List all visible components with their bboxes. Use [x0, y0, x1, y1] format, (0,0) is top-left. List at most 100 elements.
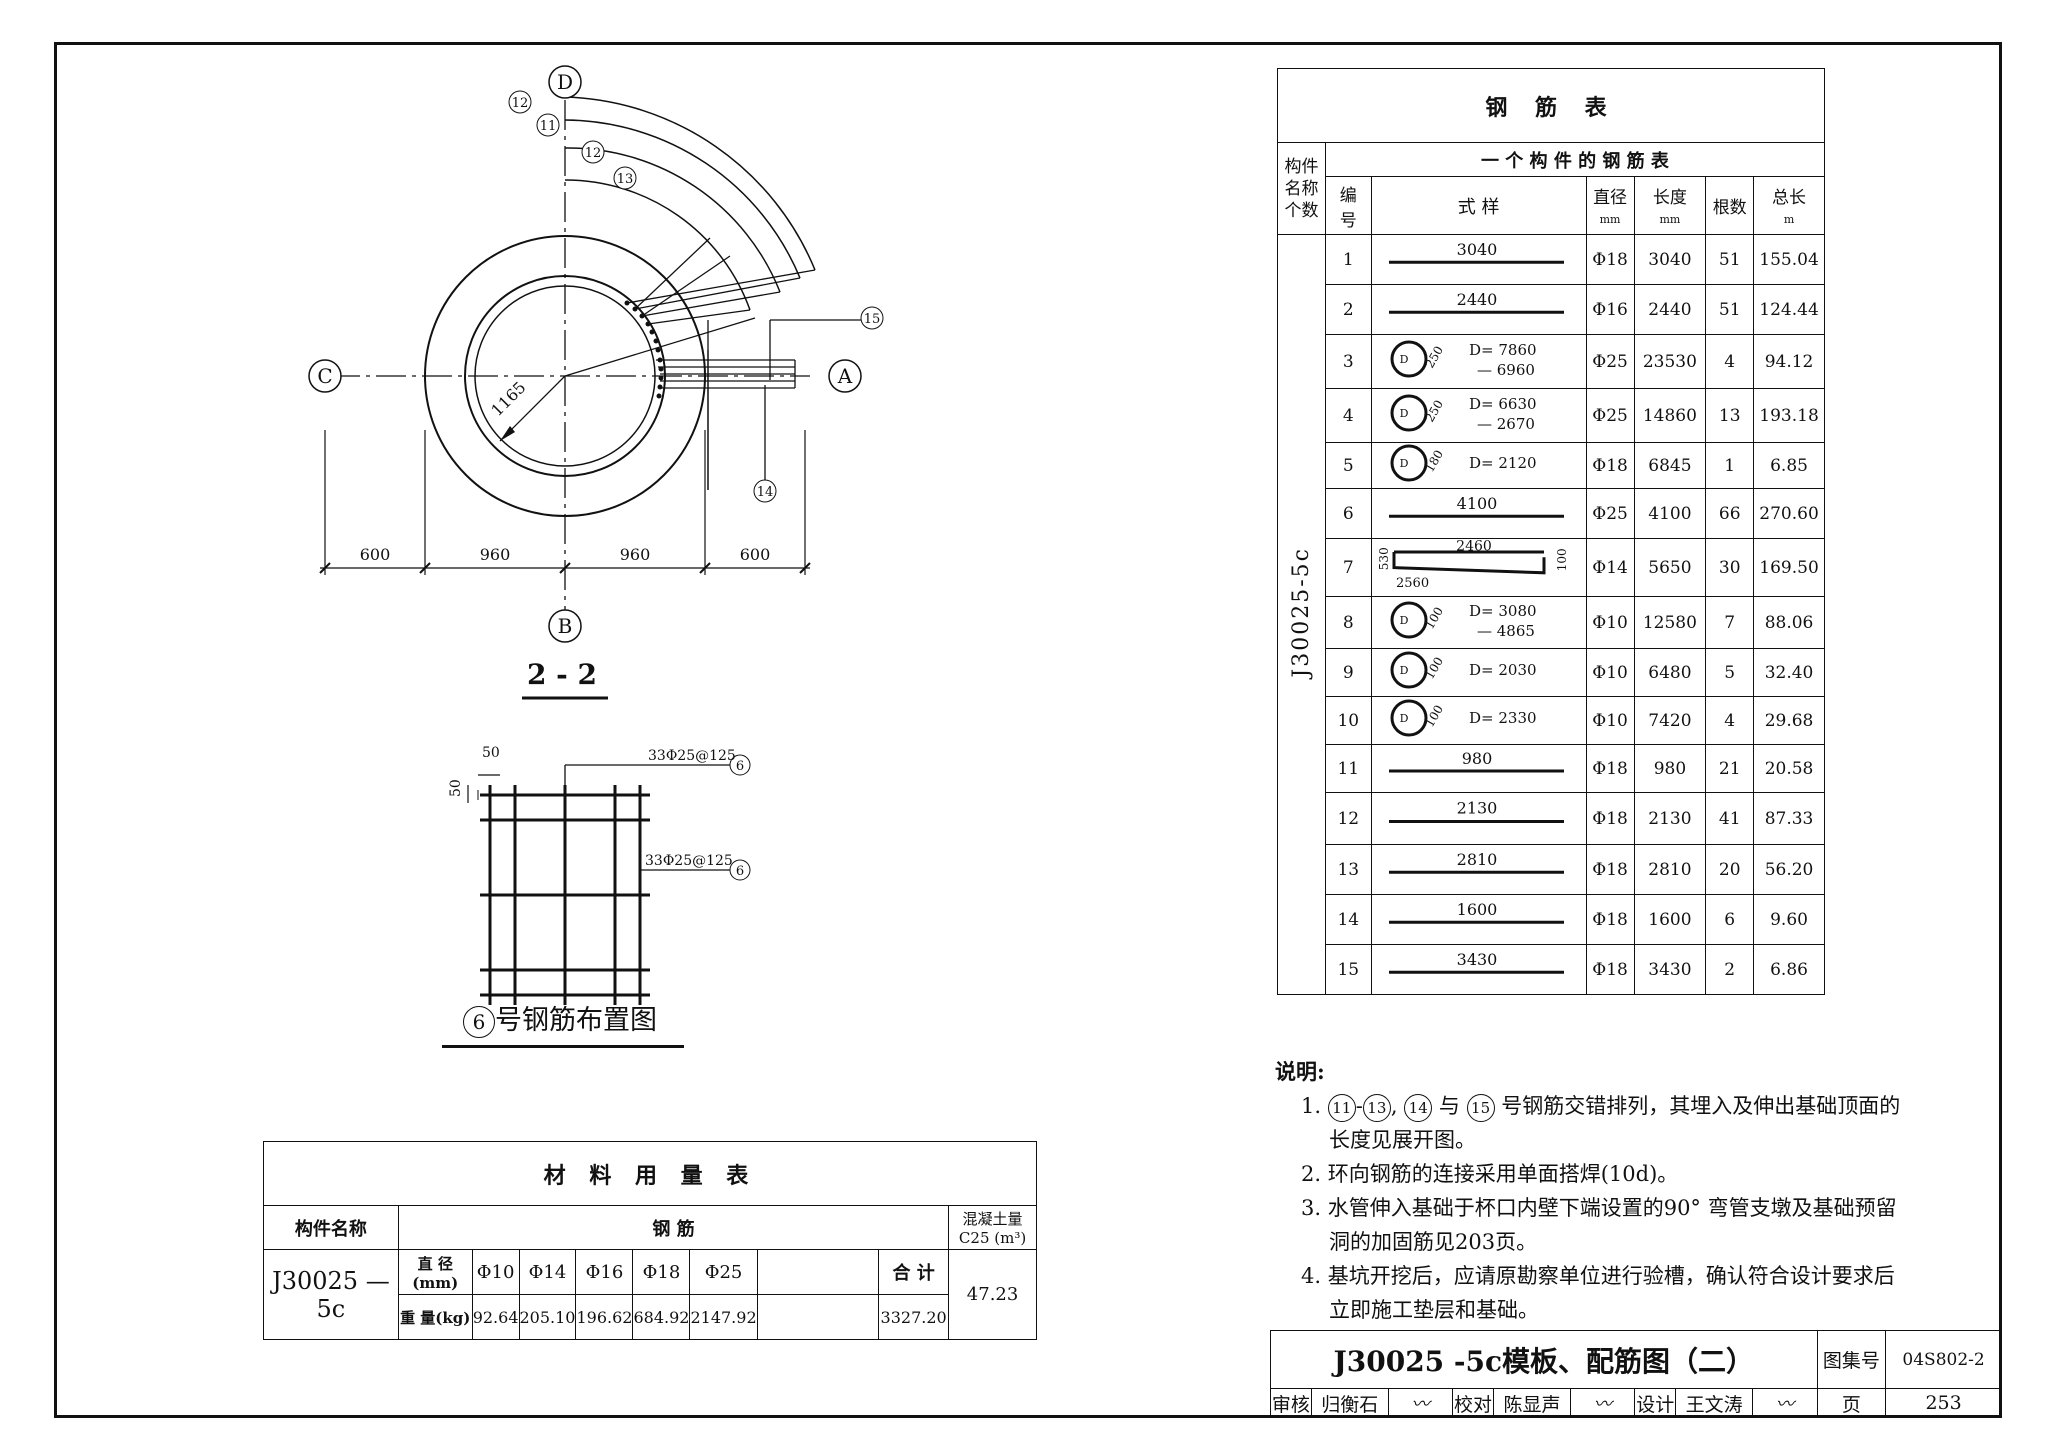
ring-d-label: D [1399, 712, 1408, 725]
rebar-len: 6480 [1633, 648, 1707, 697]
ring-diameter: D= 2030 [1469, 661, 1537, 679]
rebar-len: 2810 [1633, 844, 1707, 895]
rebar-total: 193.18 [1753, 388, 1825, 443]
ring-diameter: D= 6630 [1469, 395, 1537, 413]
rebar-count: 41 [1705, 792, 1755, 845]
mat-concrete: 47.23 [948, 1249, 1037, 1340]
rebar-shape: 980 [1370, 744, 1587, 793]
mat-col-name: 构件名称 [263, 1205, 399, 1250]
rebar-count: 4 [1705, 334, 1755, 389]
col-member-label: 构件名称个数 [1284, 156, 1319, 221]
rebar-dia: Φ18 [1585, 844, 1635, 895]
rebar-total: 20.58 [1753, 744, 1825, 793]
design-label: 设计 [1634, 1388, 1677, 1418]
rebar-len: 6845 [1633, 442, 1707, 489]
note-c11: 11 [1327, 1093, 1356, 1122]
rebar-no: 5 [1324, 442, 1372, 489]
dim-4: 600 [740, 545, 771, 564]
col-no: 编号 [1324, 176, 1372, 235]
rebar-len: 3040 [1633, 234, 1707, 285]
note-2: 2. 环向钢筋的连接采用单面搭焊(10d)。 [1301, 1162, 1679, 1186]
shape-length: 2440 [1456, 290, 1497, 309]
rebar-shape: 3040 [1370, 234, 1587, 285]
rebar-count: 6 [1705, 894, 1755, 945]
page-no: 253 [1885, 1388, 2002, 1418]
note-c13: 13 [1362, 1093, 1391, 1122]
rebar-shape: 3430 [1370, 944, 1587, 995]
rebar-len: 14860 [1633, 388, 1707, 443]
rebar-total: 124.44 [1753, 284, 1825, 335]
rebar-dia: Φ25 [1585, 388, 1635, 443]
rebar-dia: Φ18 [1585, 894, 1635, 945]
rebar-count: 51 [1705, 234, 1755, 285]
bent-bottom: 2560 [1396, 576, 1429, 591]
shape-length: 980 [1461, 749, 1492, 768]
ring-d-label: D [1399, 353, 1408, 366]
rebar-dia: Φ18 [1585, 944, 1635, 995]
mesh-diagram: 6 6 33Φ25@125 33Φ25@125 50 50 [448, 745, 751, 1005]
rebar-shape-drawing: 1600 [1388, 900, 1564, 924]
title-block-title: J30025 -5c模板、配筋图（二） [1270, 1330, 1818, 1389]
rebar-no: 13 [1324, 844, 1372, 895]
checker-signature: 〰 [1570, 1388, 1636, 1418]
ring-d-label: D [1399, 407, 1408, 420]
reviewer-signature: 〰 [1387, 1388, 1454, 1418]
rebar-len: 5650 [1633, 538, 1707, 597]
rebar-no: 10 [1324, 696, 1372, 745]
mesh-title-num: 6 [463, 1005, 495, 1038]
rebar-dia: Φ18 [1585, 744, 1635, 793]
plan-title: 2 - 2 [527, 658, 597, 691]
ring-lap: 100 [1422, 703, 1446, 730]
atlas-no: 04S802-2 [1885, 1330, 2002, 1389]
rebar-no: 9 [1324, 648, 1372, 697]
note-4: 4. 基坑开挖后，应请原勘察单位进行验槽，确认符合设计要求后立即施工垫层和基础。 [1301, 1264, 1895, 1322]
rebar-shape-drawing: 4100 [1388, 494, 1564, 518]
rebar-dia: Φ10 [1585, 596, 1635, 649]
mat-blank-2 [756, 1294, 880, 1340]
notes-heading: 说明: [1275, 1059, 1325, 1084]
mat-w-3: 684.92 [632, 1294, 691, 1340]
rebar-count: 5 [1705, 648, 1755, 697]
rebar-no: 14 [1324, 894, 1372, 945]
review-label: 审核 [1270, 1388, 1312, 1418]
rebar-dia: Φ25 [1585, 488, 1635, 539]
mat-w-1: 205.10 [518, 1294, 577, 1340]
rebar-total: 169.50 [1753, 538, 1825, 597]
rebar-len: 980 [1633, 744, 1707, 793]
shape-length: 3430 [1456, 950, 1497, 969]
axis-c: C [317, 364, 332, 388]
ring-diameter: D= 2120 [1469, 454, 1537, 472]
rebar-count: 51 [1705, 284, 1755, 335]
plan-2-2: 1165 D A B C 12 11 12 13 15 14 600 960 9… [308, 65, 884, 700]
mat-sum-label: 合 计 [878, 1249, 950, 1295]
shape-length: 1600 [1456, 900, 1497, 919]
rebar-count: 66 [1705, 488, 1755, 539]
rebar-count: 1 [1705, 442, 1755, 489]
rebar-count: 2 [1705, 944, 1755, 995]
dim-3: 960 [620, 545, 651, 564]
rebar-count: 13 [1705, 388, 1755, 443]
rebar-shape-drawing: 2130 [1388, 799, 1564, 824]
shape-length: 3040 [1456, 240, 1497, 259]
rebar-no: 3 [1324, 334, 1372, 389]
rebar-dia: Φ10 [1585, 696, 1635, 745]
shape-length: 2130 [1456, 799, 1497, 818]
rebar-dia: Φ10 [1585, 648, 1635, 697]
callout-14: 14 [757, 485, 774, 500]
